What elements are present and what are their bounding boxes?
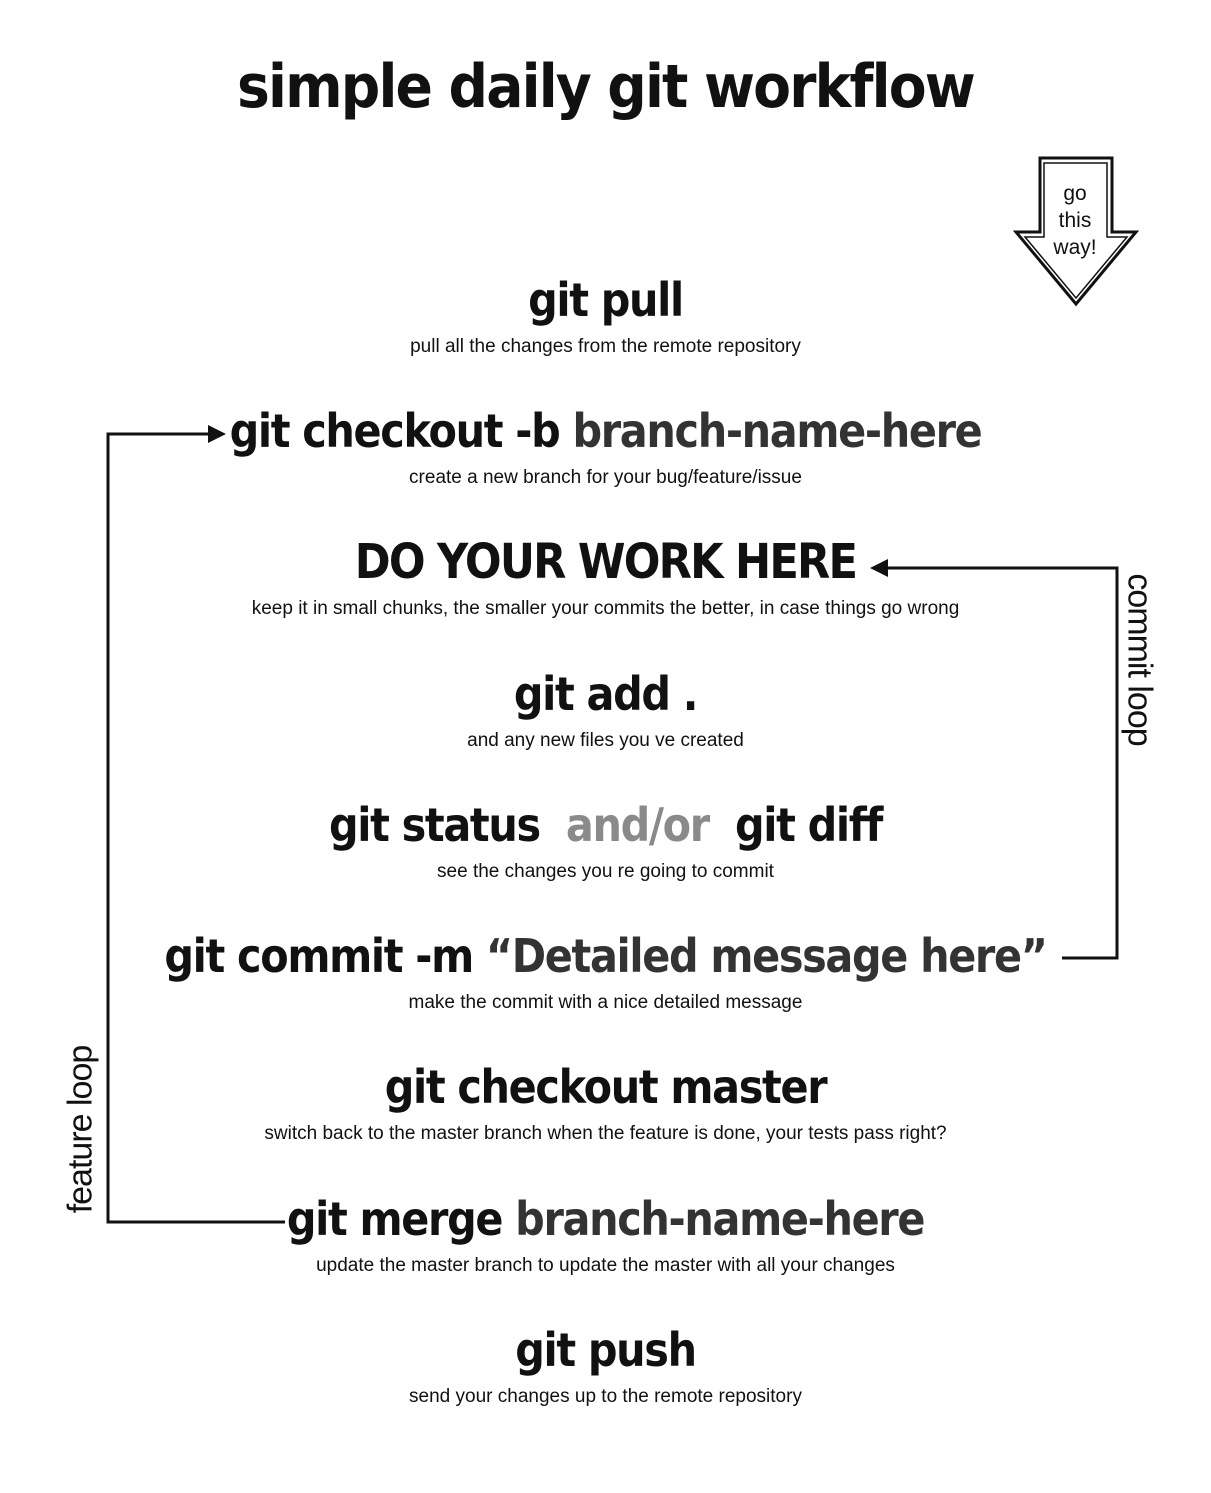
command-separator: and/or <box>565 798 710 852</box>
step-git-checkout-branch: git checkout -b branch-name-here create … <box>0 403 1211 489</box>
command-text: git push <box>515 1323 697 1377</box>
feature-loop-arrowhead <box>208 425 226 443</box>
command-argument: “Detailed message here” <box>485 929 1048 983</box>
command-text: git pull <box>528 273 684 327</box>
command-text: DO YOUR WORK HERE <box>354 534 858 590</box>
command-argument: branch-name-here <box>572 404 982 458</box>
command-main: git status <box>328 798 541 852</box>
command-main: git checkout -b <box>229 404 573 458</box>
step-git-checkout-master: git checkout master switch back to the m… <box>0 1059 1211 1145</box>
command-text: git commit -m “Detailed message here” <box>61 928 1151 984</box>
commit-loop-line <box>888 566 1119 960</box>
command-text: git status and/or git diff <box>61 797 1151 853</box>
command-secondary: git diff <box>734 798 883 852</box>
command-description: pull all the changes from the remote rep… <box>410 336 801 357</box>
command-description: make the commit with a nice detailed mes… <box>408 992 803 1013</box>
command-argument: branch-name-here <box>515 1192 925 1246</box>
step-do-your-work: DO YOUR WORK HERE keep it in small chunk… <box>0 534 1211 620</box>
step-git-push: git push send your changes up to the rem… <box>0 1322 1211 1408</box>
feature-loop-line <box>106 432 285 1224</box>
command-description: keep it in small chunks, the smaller you… <box>251 598 960 619</box>
command-description: update the master branch to update the m… <box>316 1255 895 1276</box>
command-description: switch back to the master branch when th… <box>264 1123 947 1144</box>
direction-hint-line3: way! <box>1053 236 1097 259</box>
step-git-status-diff: git status and/or git diff see the chang… <box>0 797 1211 883</box>
command-description: create a new branch for your bug/feature… <box>409 467 802 488</box>
step-git-commit: git commit -m “Detailed message here” ma… <box>0 928 1211 1014</box>
direction-hint: go this way! <box>1030 180 1120 261</box>
command-text: git add . <box>513 667 699 721</box>
down-arrow-icon <box>1012 156 1140 307</box>
commit-loop-arrowhead <box>870 559 888 577</box>
command-description: send your changes up to the remote repos… <box>409 1386 802 1407</box>
page-title: simple daily git workflow <box>237 52 976 122</box>
command-description: and any new files you ve created <box>467 730 744 751</box>
command-description: see the changes you re going to commit <box>437 861 774 882</box>
command-text: git merge branch-name-here <box>61 1191 1151 1247</box>
step-git-pull: git pull pull all the changes from the r… <box>0 272 1211 358</box>
command-main: git commit -m <box>164 929 486 983</box>
step-git-merge: git merge branch-name-here update the ma… <box>0 1191 1211 1277</box>
step-git-add: git add . and any new files you ve creat… <box>0 666 1211 752</box>
direction-hint-line1: go <box>1063 182 1087 205</box>
command-text: git checkout master <box>384 1060 828 1114</box>
command-main: git merge <box>286 1192 516 1246</box>
direction-hint-line2: this <box>1058 209 1092 232</box>
command-text: git checkout -b branch-name-here <box>61 403 1151 459</box>
